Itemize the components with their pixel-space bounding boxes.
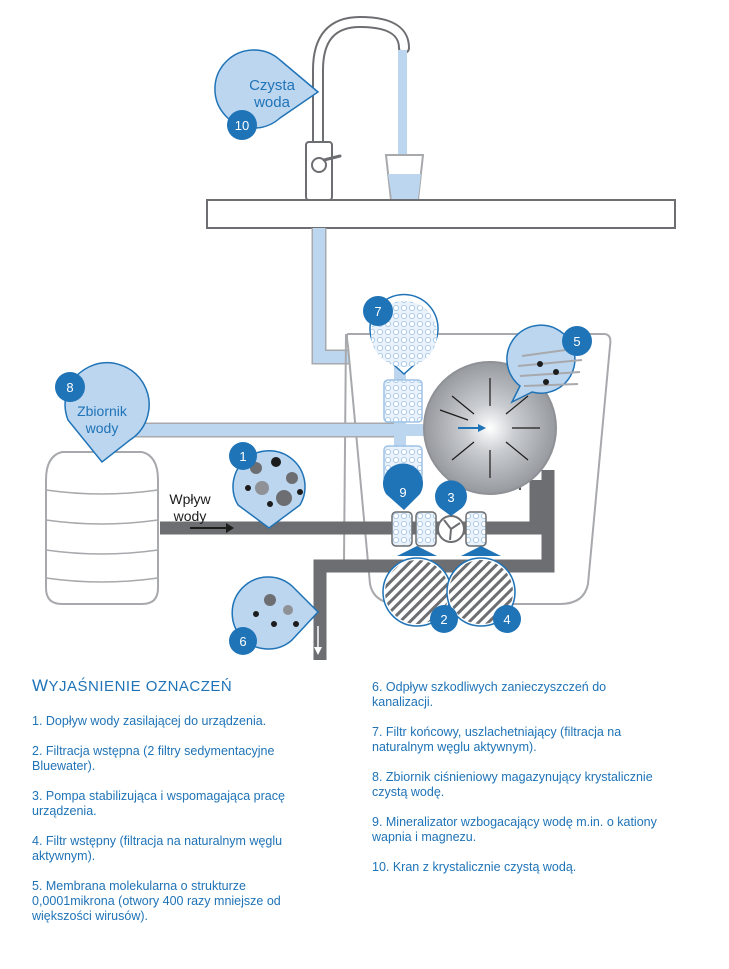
legend-column-right: 6. Odpływ szkodliwych zanieczyszczeń do … <box>372 680 662 890</box>
badge-9: 9 <box>399 485 406 500</box>
legend-item-8: 8. Zbiornik ciśnieniowy magazynujący kry… <box>372 770 653 799</box>
callout-2-prefilter <box>382 546 452 627</box>
badge-8: 8 <box>55 372 85 402</box>
badge-6: 6 <box>229 627 257 655</box>
inflow-label-line2: wody <box>173 508 207 524</box>
svg-text:5: 5 <box>573 334 580 349</box>
badge-10: 10 <box>227 110 257 140</box>
legend-item-2: 2. Filtracja wstępna (2 filtry sedymenta… <box>32 744 275 773</box>
svg-text:3: 3 <box>447 490 454 505</box>
legend-title: WYJAŚNIENIE OZNACZEŃ <box>32 676 233 695</box>
water-tank <box>45 451 159 605</box>
svg-text:7: 7 <box>374 304 381 319</box>
pump <box>437 515 465 543</box>
clean-water-label-line2: woda <box>253 94 291 111</box>
svg-text:6: 6 <box>239 634 246 649</box>
callout-5-membrane <box>506 324 583 404</box>
badge-1: 1 <box>229 442 257 470</box>
legend-column-left: 1. Dopływ wody zasilającej do urządzenia… <box>32 714 322 939</box>
clean-water-label-line1: Czysta <box>249 77 296 94</box>
post-filter <box>383 379 423 423</box>
water-filter-diagram: Czysta woda Zbiornik wody Wpływ wody <box>45 15 676 660</box>
legend-item-4: 4. Filtr wstępny (filtracja na naturalny… <box>32 834 283 863</box>
prefilter-cartridges <box>391 511 487 547</box>
water-stream <box>398 50 407 175</box>
legend-title-initial: W <box>32 676 49 695</box>
inflow-pipe <box>160 480 543 535</box>
legend-item-7: 7. Filtr końcowy, uszlachetniający (filt… <box>372 725 622 754</box>
svg-text:9: 9 <box>399 485 406 500</box>
legend-title-rest: YJAŚNIENIE OZNACZEŃ <box>48 678 233 695</box>
svg-text:10: 10 <box>235 118 249 133</box>
badge-5: 5 <box>562 326 592 356</box>
legend-item-1: 1. Dopływ wody zasilającej do urządzenia… <box>32 714 267 728</box>
badge-4: 4 <box>493 605 521 633</box>
badge-2: 2 <box>430 605 458 633</box>
legend-item-10: 10. Kran z krystalicznie czystą wodą. <box>372 860 577 874</box>
svg-text:8: 8 <box>66 380 73 395</box>
callout-6-drain <box>231 576 320 650</box>
badge-7: 7 <box>363 296 393 326</box>
legend-item-5: 5. Membrana molekularna o strukturze 0,0… <box>32 879 281 923</box>
legend-item-9: 9. Mineralizator wzbogacający wodę m.in.… <box>372 815 657 844</box>
countertop <box>206 199 676 229</box>
svg-text:4: 4 <box>503 612 510 627</box>
tank-label-line1: Zbiornik <box>77 403 128 419</box>
tank-label-line2: wody <box>85 420 119 436</box>
inflow-label-line1: Wpływ <box>169 491 211 507</box>
svg-text:2: 2 <box>440 612 447 627</box>
legend-item-6: 6. Odpływ szkodliwych zanieczyszczeń do … <box>372 680 607 709</box>
faucet <box>305 15 410 201</box>
callout-1-inflow <box>232 450 306 529</box>
badge-3: 3 <box>438 484 464 510</box>
svg-text:1: 1 <box>239 449 246 464</box>
glass <box>384 154 425 201</box>
legend-item-3: 3. Pompa stabilizująca i wspomagająca pr… <box>32 789 285 818</box>
callout-9-mineralizer <box>383 463 424 510</box>
callout-10-clean-water: Czysta woda <box>214 49 320 129</box>
